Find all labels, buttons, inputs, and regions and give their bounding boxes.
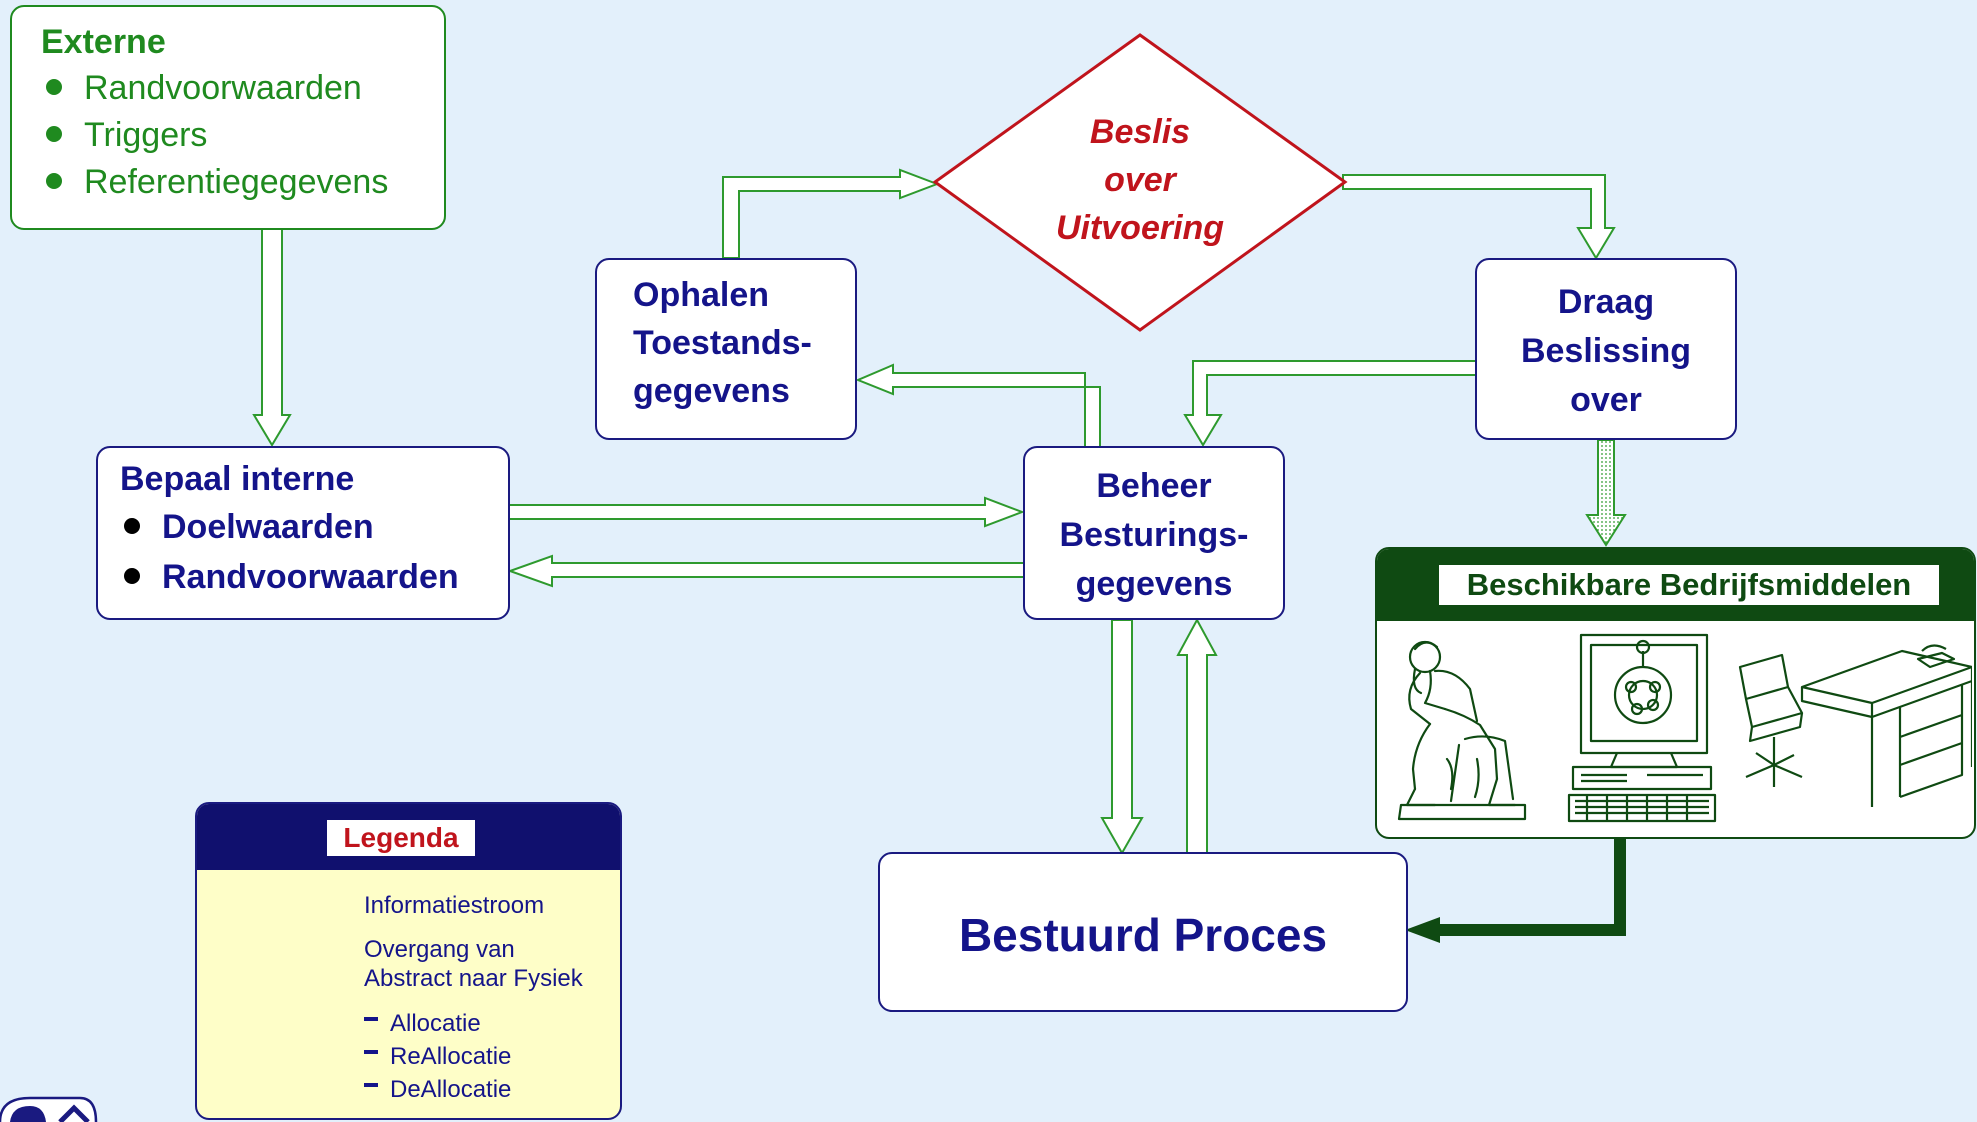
dash-icon [364,1049,378,1054]
externe-item-label: Triggers [84,116,208,154]
legenda-allocatie-label: DeAllocatie [390,1076,512,1103]
beheer-label: Beheer Besturings- gegevens [1025,462,1283,609]
beheer-line: Beheer [1096,467,1212,505]
beheer-line: gegevens [1075,565,1233,603]
logo-icon [0,1096,98,1122]
computer-icon [1567,633,1717,823]
beheer-line: Besturings- [1059,516,1249,554]
bullet-icon [124,518,140,535]
bepaal-box: Bepaal interne Doelwaarden Randvoorwaard… [96,446,510,620]
externe-item: Referentiegegevens [46,163,388,202]
bepaal-item-label: Doelwaarden [162,508,374,546]
beslis-label: Beslis over Uitvoering [990,108,1290,252]
legenda-allocatie-item: DeAllocatie [364,1076,511,1104]
ophalen-line: gegevens [633,372,790,410]
externe-item: Randvoorwaarden [46,69,362,108]
arrow-ophalen-to-beslis [722,168,940,259]
externe-title: Externe [41,23,166,61]
beslis-line: Uitvoering [1055,209,1225,247]
bepaal-item-label: Randvoorwaarden [162,558,459,596]
draag-label: Draag Beslissing over [1477,278,1735,425]
draag-line: Draag [1557,283,1655,321]
arrow-beheer-to-bepaal [507,554,1026,588]
legenda-overgang-label: Overgang van [364,936,515,963]
externe-item: Triggers [46,116,207,155]
arrow-beheer-to-proces [1100,619,1144,856]
middelen-header: Beschikbare Bedrijfsmiddelen [1377,549,1974,621]
legenda-allocatie-label: ReAllocatie [390,1043,512,1070]
bullet-icon [46,79,62,96]
legenda-allocatie-item: ReAllocatie [364,1043,511,1071]
bepaal-item: Randvoorwaarden [124,558,459,597]
ophalen-line: Toestands- [633,324,812,362]
arrow-middelen-to-proces [1440,838,1626,936]
bullet-icon [124,568,140,585]
bepaal-item: Doelwaarden [124,508,374,547]
bepaal-title: Bepaal interne [120,460,355,498]
externe-box: Externe Randvoorwaarden Triggers Referen… [10,5,446,230]
draag-line: Beslissing [1520,332,1692,370]
legenda-title: Legenda [327,820,475,856]
bullet-icon [46,126,62,143]
draag-box: Draag Beslissing over [1475,258,1737,440]
beslis-line: Beslis [1089,113,1191,151]
dash-icon [364,1082,378,1087]
legenda-box: Legenda Informatiestroom Overgang van Ab… [195,802,622,1120]
legenda-info-label: Informatiestroom [364,892,545,919]
draag-line: over [1570,381,1642,419]
proces-label: Bestuurd Proces [958,909,1328,961]
legenda-allocatie-label: Allocatie [390,1010,481,1037]
middelen-box: Beschikbare Bedrijfsmiddelen [1375,547,1976,839]
arrow-beslis-to-draag [1342,174,1616,260]
legenda-allocatie-item: Allocatie [364,1010,481,1038]
arrow-draag-to-beheer [1183,360,1477,447]
ophalen-box: Ophalen Toestands- gegevens [595,258,857,440]
externe-item-label: Referentiegegevens [84,163,389,201]
legenda-overgang-label: Abstract naar Fysiek [364,965,583,992]
externe-item-label: Randvoorwaarden [84,69,362,107]
bullet-icon [46,173,62,190]
arrow-draag-to-middelen [1585,439,1627,547]
thinker-statue-icon [1397,640,1527,821]
beslis-diamond [932,33,1348,332]
ophalen-line: Ophalen [633,276,770,314]
arrow-beheer-to-ophalen [855,363,1101,448]
proces-box: Bestuurd Proces [878,852,1408,1012]
arrow-externe-to-bepaal [252,224,292,447]
beslis-line: over [1104,161,1176,199]
arrow-proces-to-beheer [1176,617,1218,854]
arrow-bepaal-to-beheer [504,496,1025,528]
dash-icon [364,1016,378,1021]
beheer-box: Beheer Besturings- gegevens [1023,446,1285,620]
middelen-title: Beschikbare Bedrijfsmiddelen [1439,565,1939,605]
arrow-middelen-to-proces-head [1405,917,1440,943]
legenda-header: Legenda [197,804,620,870]
office-desk-icon [1738,644,1972,807]
